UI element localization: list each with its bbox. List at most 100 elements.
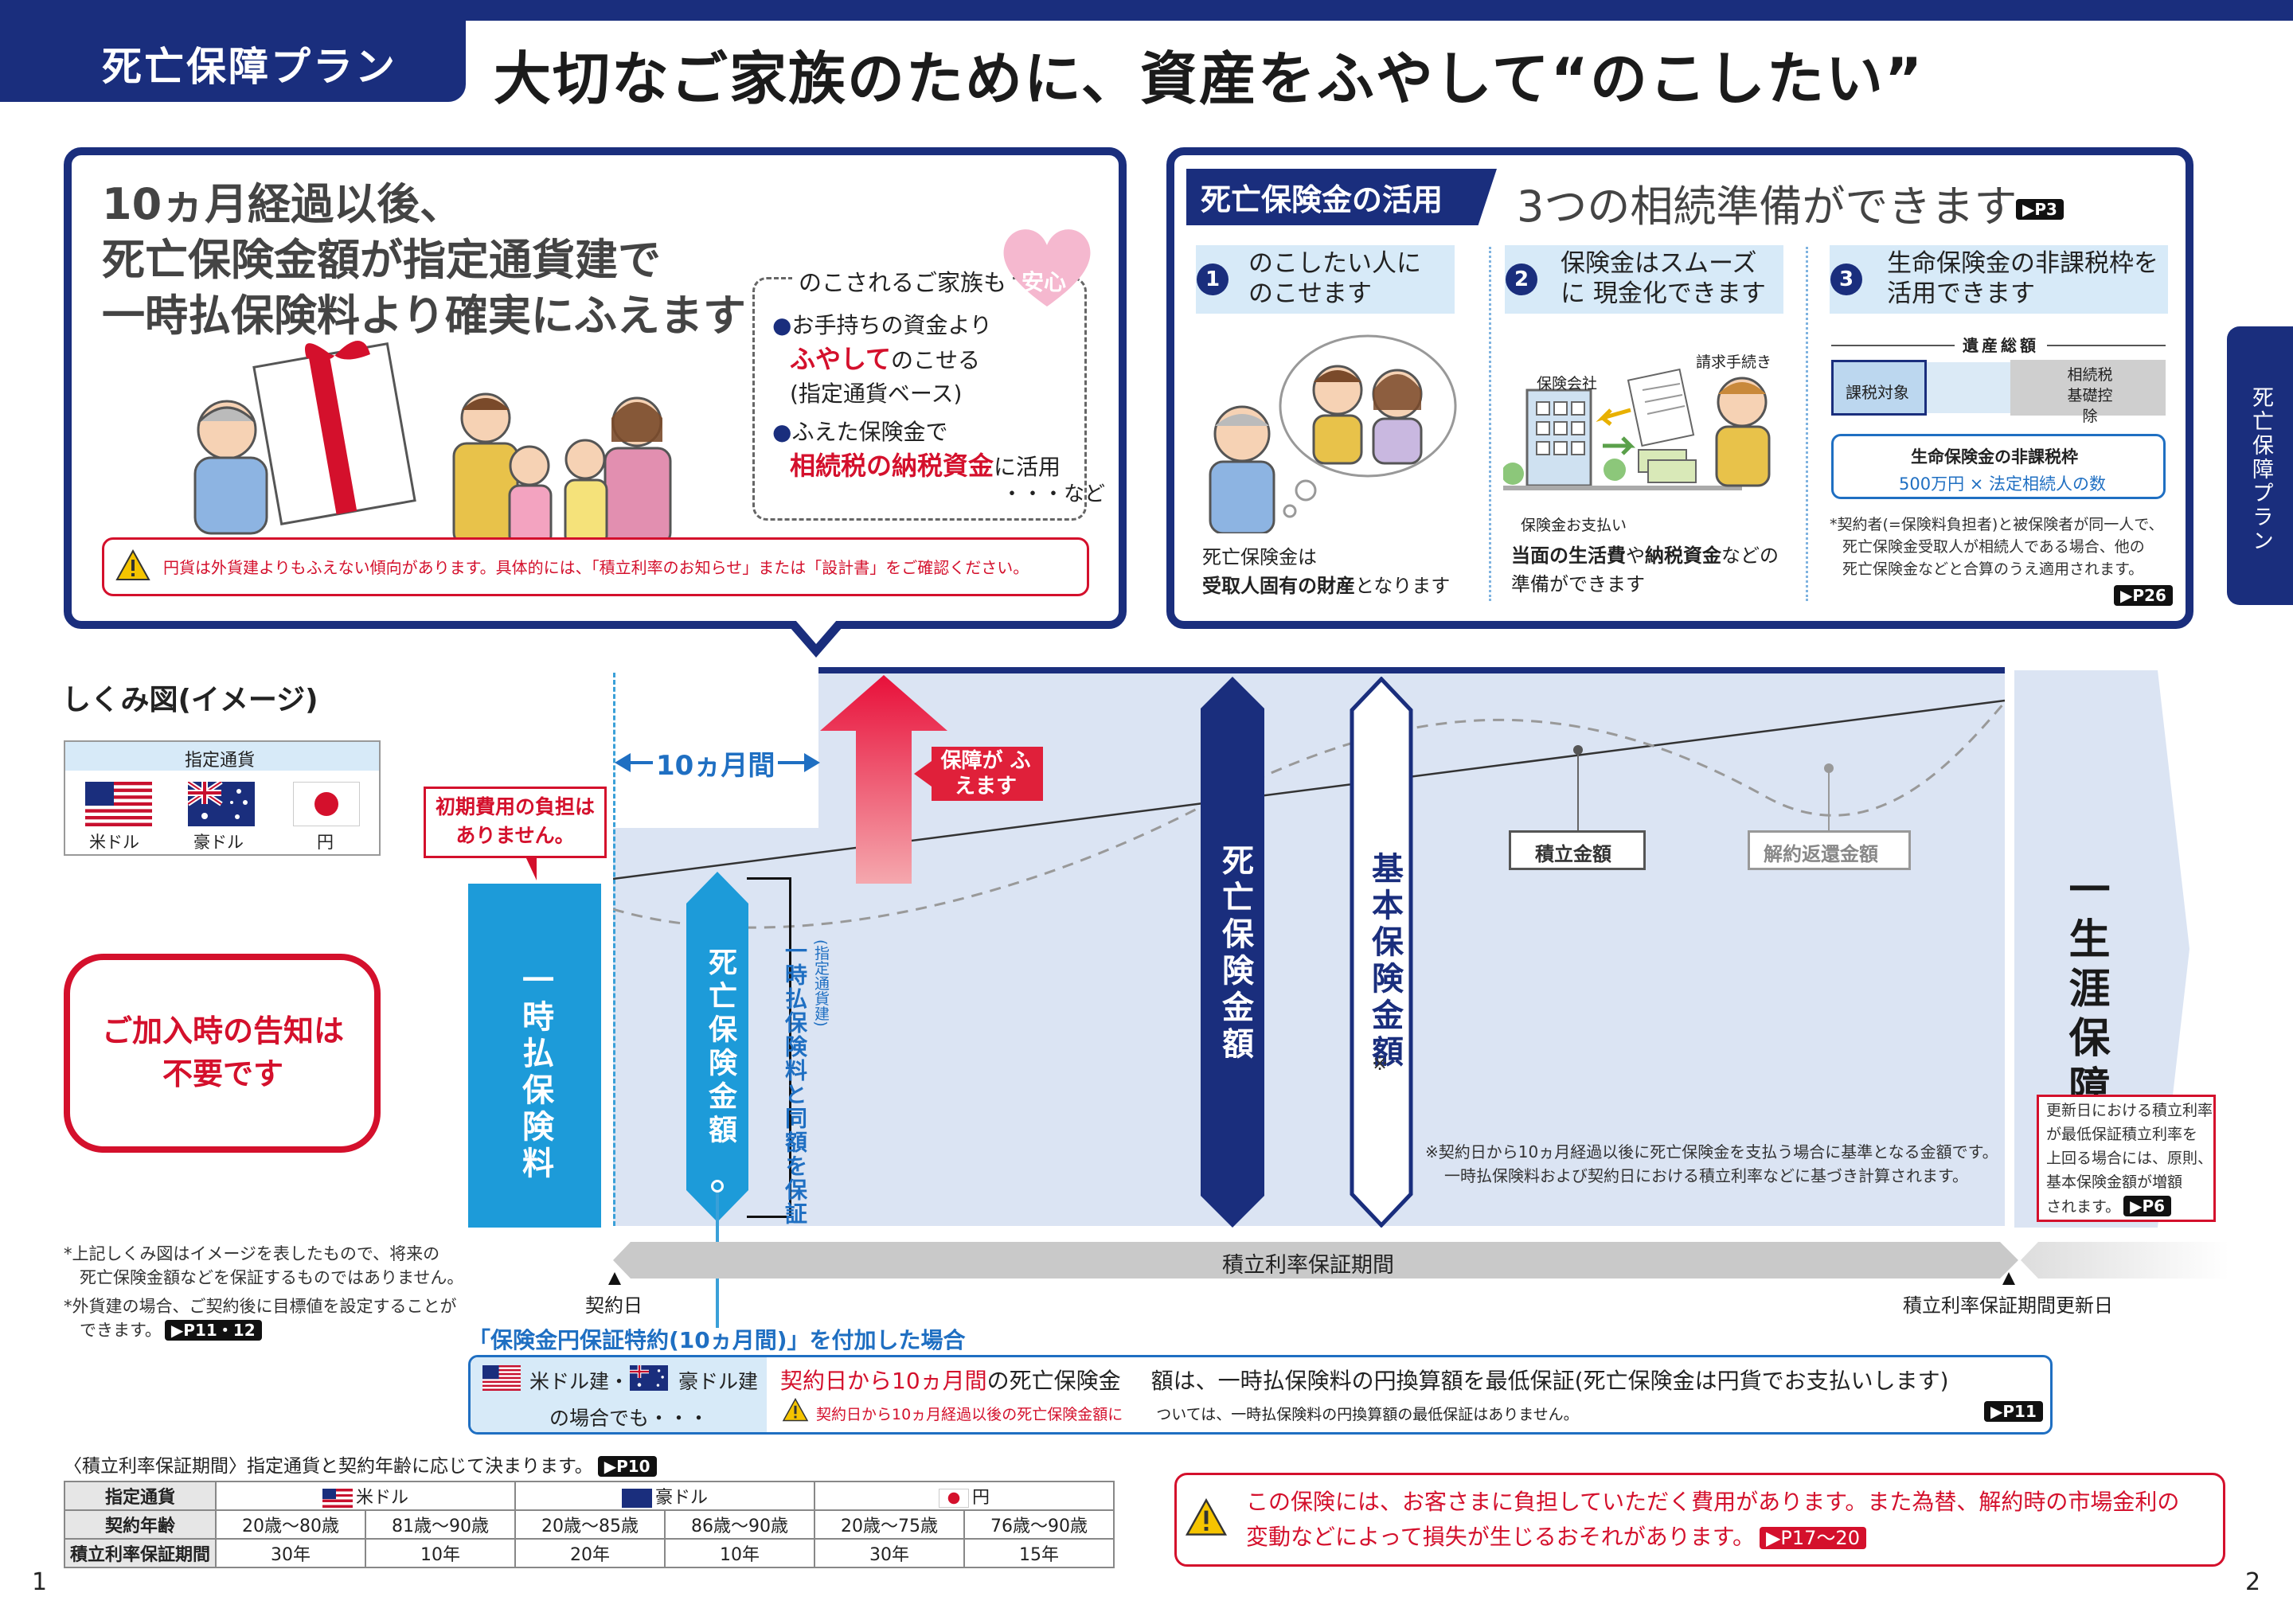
family-b2-post: に活用	[994, 454, 1061, 480]
period-label: 積立利率保証期間	[1222, 1253, 1394, 1278]
bequeath-illustration	[1209, 334, 1457, 533]
inherit-note-line-3: 死亡保険金などと合算のうえ適用されます。	[1842, 560, 2144, 578]
au-flag-icon	[188, 782, 255, 826]
table-row: 指定通貨 米ドル 豪ドル 円	[64, 1481, 1115, 1511]
diagram-note-4: できます。	[80, 1321, 162, 1340]
rider-left-2: 豪ドル建	[678, 1370, 759, 1393]
inherit-divider-1	[1489, 247, 1491, 601]
increase-note-line-2: が最低保証積立利率を	[2046, 1126, 2198, 1143]
p3-ref-chip[interactable]: ▶P3	[2016, 199, 2064, 220]
ten-month-arrow-left	[615, 753, 631, 772]
gift-illustration	[193, 340, 416, 535]
inherit-item-1-caption: 死亡保険金は 受取人固有の財産となります	[1202, 543, 1450, 600]
inherit-item-3	[1830, 245, 2168, 314]
p6-ref-chip[interactable]: ▶P6	[2123, 1196, 2172, 1216]
taxable-label: 課税対象	[1846, 383, 1909, 402]
table-currency-aud: 豪ドル	[514, 1481, 815, 1511]
rate-table: 指定通貨 米ドル 豪ドル 円 契約年齢 20歳〜80歳 81歳〜90歳 20歳〜…	[64, 1481, 1115, 1568]
family-b1-note: (指定通貨ベース)	[790, 381, 963, 407]
currency-box-title: 指定通貨	[185, 751, 256, 771]
p10-ref-chip[interactable]: ▶P10	[597, 1456, 657, 1477]
left-panel-title: 10ヵ月経過以後、 死亡保険金額が指定通貨建で 一時払保険料より確実にふえます	[102, 177, 746, 344]
family-etc: ・・・など	[1002, 482, 1106, 506]
inherit-item-2	[1505, 245, 1783, 314]
small-death-dot	[711, 1180, 724, 1193]
p17-20-ref-chip[interactable]: ▶P17〜20	[1759, 1527, 1866, 1549]
payout-illustration	[1503, 368, 1771, 490]
rider-left-1: 米ドル建・	[529, 1370, 630, 1393]
inherit-divider-2	[1806, 247, 1808, 601]
asset-total-label: 遺産総額	[1955, 333, 2047, 356]
basic-deduction-label: 相続税基礎控除	[2067, 366, 2113, 425]
premium-bar	[468, 884, 601, 1228]
diagram-note-1: *上記しくみ図はイメージを表したもので、将来の	[64, 1244, 440, 1263]
risk-text: この保険には、お客さまに負担していただく費用があります。また為替、解約時の市場金…	[1246, 1485, 2179, 1556]
table-currency-jpy: 円	[814, 1481, 1115, 1511]
rider-box	[468, 1355, 2053, 1435]
table-cell: 81歳〜90歳	[365, 1509, 516, 1540]
rate-table-title-text: 〈積立利率保証期間〉指定通貨と契約年齢に応じて決まります。	[64, 1456, 593, 1477]
inherit-item-2-caption-bold1: 当面の生活費	[1511, 545, 1626, 567]
inherit-item-2-caption: 当面の生活費や納税資金などの 準備ができます	[1511, 541, 1779, 599]
increase-arrow	[820, 675, 947, 884]
table-cell: 30年	[215, 1538, 366, 1568]
table-currency-jpy-label: 円	[971, 1488, 990, 1508]
accum-box	[1509, 830, 1646, 870]
increase-note-line-1: 更新日における積立利率	[2046, 1102, 2213, 1119]
ill-company-label: 保険会社	[1537, 375, 1598, 392]
risk-line-2: 変動などによって損失が生じるおそれがあります。	[1246, 1524, 1755, 1550]
plan-label: 死亡保障プラン	[102, 44, 397, 90]
table-cell: 20歳〜75歳	[814, 1509, 965, 1540]
rider-warning-icon	[782, 1398, 809, 1422]
inherit-item-2-number: 2	[1506, 264, 1537, 295]
premium-label: 一時払保険料	[517, 963, 553, 1183]
base-amount-shape	[1350, 677, 1413, 1228]
rider-sub: 契約日から10ヵ月経過以後の死亡保険金額については、一時払保険料の円換算額の最低…	[816, 1403, 1579, 1424]
initial-cost-callout	[424, 787, 607, 858]
exempt-title: 生命保険金の非課税枠	[1911, 447, 2078, 467]
table-row: 契約年齢 20歳〜80歳 81歳〜90歳 20歳〜85歳 86歳〜90歳 20歳…	[64, 1509, 1115, 1540]
family-illustration	[452, 392, 672, 545]
inherit-note-line-2: 死亡保険金受取人が相続人である場合、他の	[1842, 538, 2145, 556]
side-tab	[2227, 326, 2293, 605]
p11-12-ref-chip[interactable]: ▶P11・12	[164, 1320, 262, 1341]
initial-cost-text: 初期費用の負担は ありません。	[435, 795, 595, 847]
table-cell: 30年	[814, 1538, 965, 1568]
inherit-item-3-label: 生命保険金の非課税枠を 活用できます	[1887, 249, 2158, 308]
rider-main-rest: 額は、一時払保険料の円換算額を最低保証(死亡保険金は円貨でお支払いします)	[1150, 1368, 1949, 1394]
family-b1-red: ふやして	[790, 344, 892, 374]
left-title-line-1: 10ヵ月経過以後、	[102, 179, 463, 229]
surrender-label: 解約返還金額	[1764, 843, 1878, 865]
row-head-period: 積立利率保証期間	[64, 1538, 217, 1568]
table-cell: 76歳〜90歳	[963, 1509, 1115, 1540]
diagram-notes: *上記しくみ図はイメージを表したもので、将来の 死亡保険金額などを保証するもので…	[64, 1242, 463, 1342]
table-cell: 20年	[514, 1538, 666, 1568]
heart-icon	[1003, 229, 1091, 306]
us-flag-icon	[85, 782, 152, 826]
ill-pay-label: 保険金お支払い	[1521, 517, 1627, 534]
table-cell: 86歳〜90歳	[664, 1509, 815, 1540]
family-b1-pre: お手持ちの資金より	[791, 312, 992, 338]
risk-box	[1174, 1473, 2225, 1567]
small-death-amount-label: 死亡保険金額	[704, 947, 736, 1148]
increase-note-line-3: 上回る場合には、原則、	[2046, 1150, 2213, 1167]
guarantee-note-small: (指定通貨建)	[812, 939, 830, 1027]
family-bullet-1: ●お手持ちの資金より ふやしてのこせる (指定通貨ベース)	[772, 309, 992, 411]
inherit-item-2-caption-mid: や	[1626, 545, 1645, 567]
table-cell: 10年	[664, 1538, 815, 1568]
inherit-item-2-caption-line2: 準備ができます	[1511, 573, 1645, 595]
row-head-currency: 指定通貨	[64, 1481, 217, 1511]
p11-ref-chip[interactable]: ▶P11	[1984, 1401, 2043, 1422]
left-title-line-2: 死亡保険金額が指定通貨建で	[102, 235, 661, 285]
dashed-contract-line	[613, 673, 615, 1226]
accum-label: 積立金額	[1535, 843, 1611, 865]
p26-ref-chip[interactable]: ▶P26	[2114, 585, 2173, 606]
small-death-amount-shape	[686, 872, 748, 1222]
increase-label: 保障が ふえます	[940, 749, 1031, 798]
rider-title: 「保険金円保証特約(10ヵ月間)」を付加した場合	[468, 1327, 966, 1353]
family-bullet-2: ●ふえた保険金で 相続税の納税資金に活用	[772, 419, 1061, 481]
rider-au-flag-icon	[630, 1365, 668, 1391]
base-note-line-2: 一時払保険料および契約日における積立利率などに基づき計算されます。	[1444, 1166, 1968, 1185]
row-head-age: 契約年齢	[64, 1509, 217, 1540]
diagram-note-3: *外貨建の場合、ご契約後に目標値を設定することが	[64, 1297, 457, 1316]
